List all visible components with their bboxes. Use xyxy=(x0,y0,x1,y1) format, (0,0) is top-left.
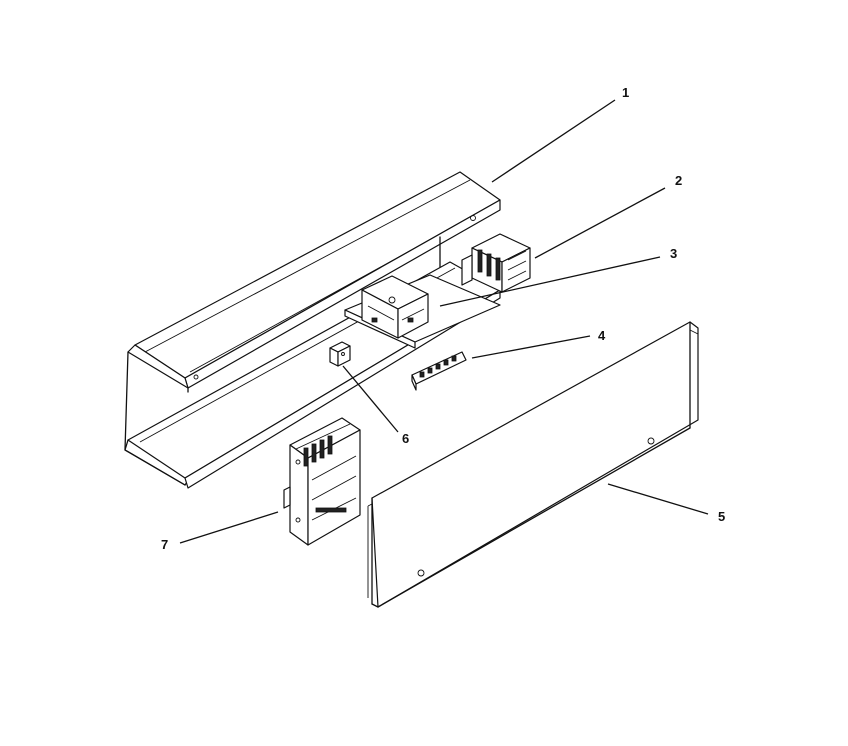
leader-lines xyxy=(179,99,709,544)
leader-1 xyxy=(491,99,616,183)
leader-5 xyxy=(607,483,709,515)
leader-7 xyxy=(179,511,279,544)
leader-4 xyxy=(471,335,591,359)
callout-labels: 1 2 3 4 5 6 7 xyxy=(161,85,725,552)
callout-6: 6 xyxy=(402,431,409,446)
transformer xyxy=(344,274,501,349)
relay-contactor xyxy=(461,233,531,293)
electronic-control-board xyxy=(283,417,361,546)
callout-2: 2 xyxy=(675,173,682,188)
callout-3: 3 xyxy=(670,246,677,261)
callout-4: 4 xyxy=(598,328,606,343)
terminal-strip xyxy=(411,351,467,391)
callout-5: 5 xyxy=(718,509,725,524)
leader-6 xyxy=(342,365,399,433)
front-cover-panel xyxy=(367,321,699,608)
callout-7: 7 xyxy=(161,537,168,552)
switch-clip xyxy=(329,341,351,367)
leader-3 xyxy=(439,256,661,307)
callout-1: 1 xyxy=(622,85,629,100)
leader-2 xyxy=(534,187,666,259)
